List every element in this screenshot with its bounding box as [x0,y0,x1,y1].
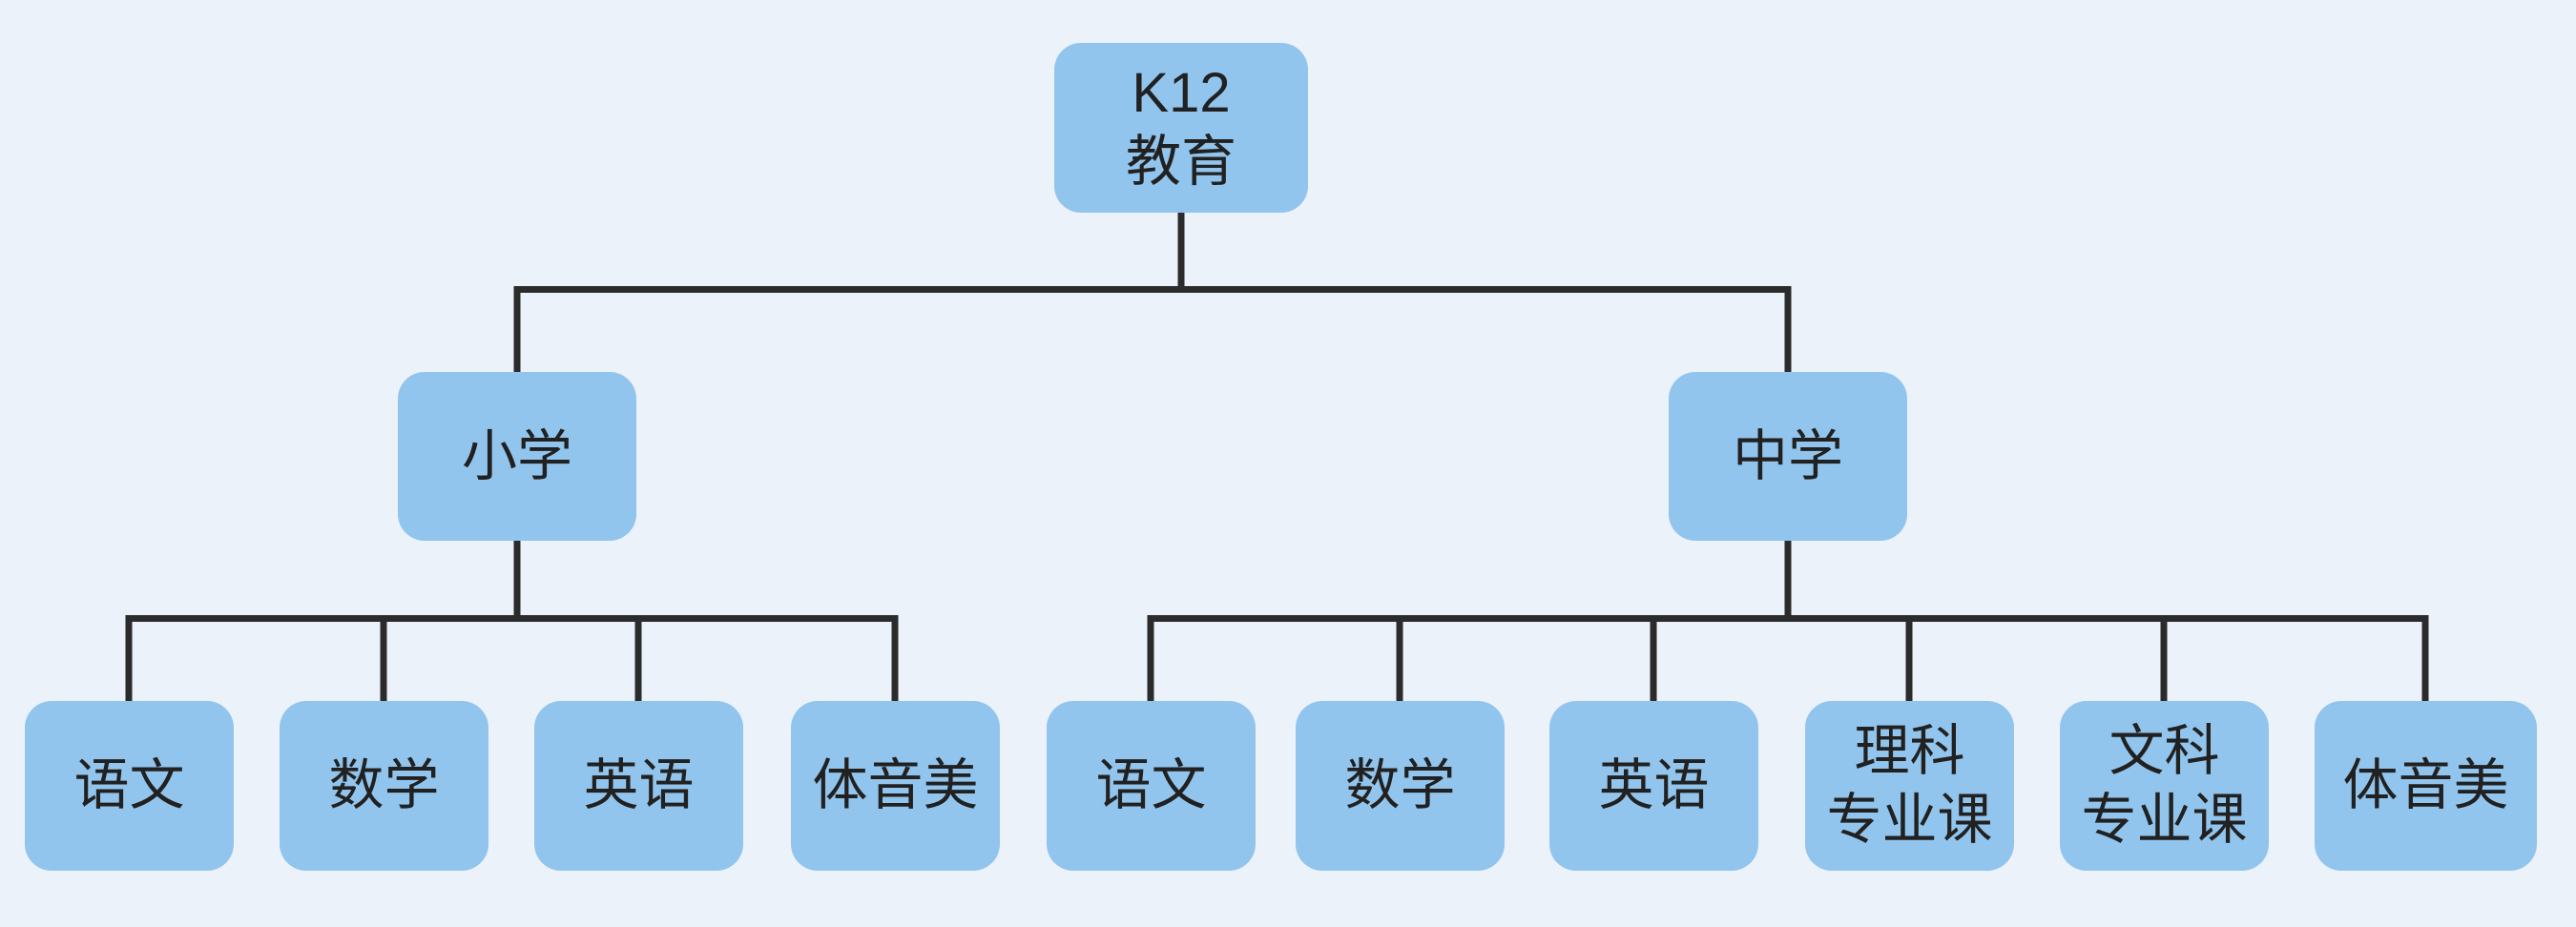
node-secondary-english: 英语 [1549,701,1758,871]
node-secondary-liberal-arts-courses: 文科 专业课 [2060,701,2269,871]
node-secondary-math: 数学 [1296,701,1505,871]
node-label: 英语 [1598,754,1710,816]
node-label: K12 教育 [1125,62,1236,193]
node-label: 英语 [583,754,695,816]
node-label: 语文 [73,754,185,816]
node-secondary-school: 中学 [1669,372,1907,541]
node-secondary-pe-music-art: 体音美 [2315,701,2537,871]
node-primary-pe-music-art: 体音美 [791,701,1000,871]
connector-right-rail [1147,615,2429,701]
node-primary-school: 小学 [398,372,636,541]
node-primary-chinese: 语文 [25,701,234,871]
connector-top-rail [513,286,1792,372]
node-label: 中学 [1732,424,1843,487]
node-label: 小学 [461,424,572,487]
node-label: 体音美 [812,754,979,816]
node-label: 数学 [1344,754,1456,816]
node-label: 语文 [1095,754,1207,816]
node-k12-root: K12 教育 [1054,43,1308,213]
node-label: 数学 [328,754,440,816]
node-primary-math: 数学 [280,701,488,871]
node-label: 体音美 [2342,754,2509,816]
node-primary-english: 英语 [534,701,743,871]
node-label: 文科 专业课 [2081,720,2248,851]
node-label: 理科 专业课 [1826,720,1993,851]
node-secondary-science-courses: 理科 专业课 [1805,701,2014,871]
node-secondary-chinese: 语文 [1047,701,1256,871]
connector-left-rail [125,615,899,701]
